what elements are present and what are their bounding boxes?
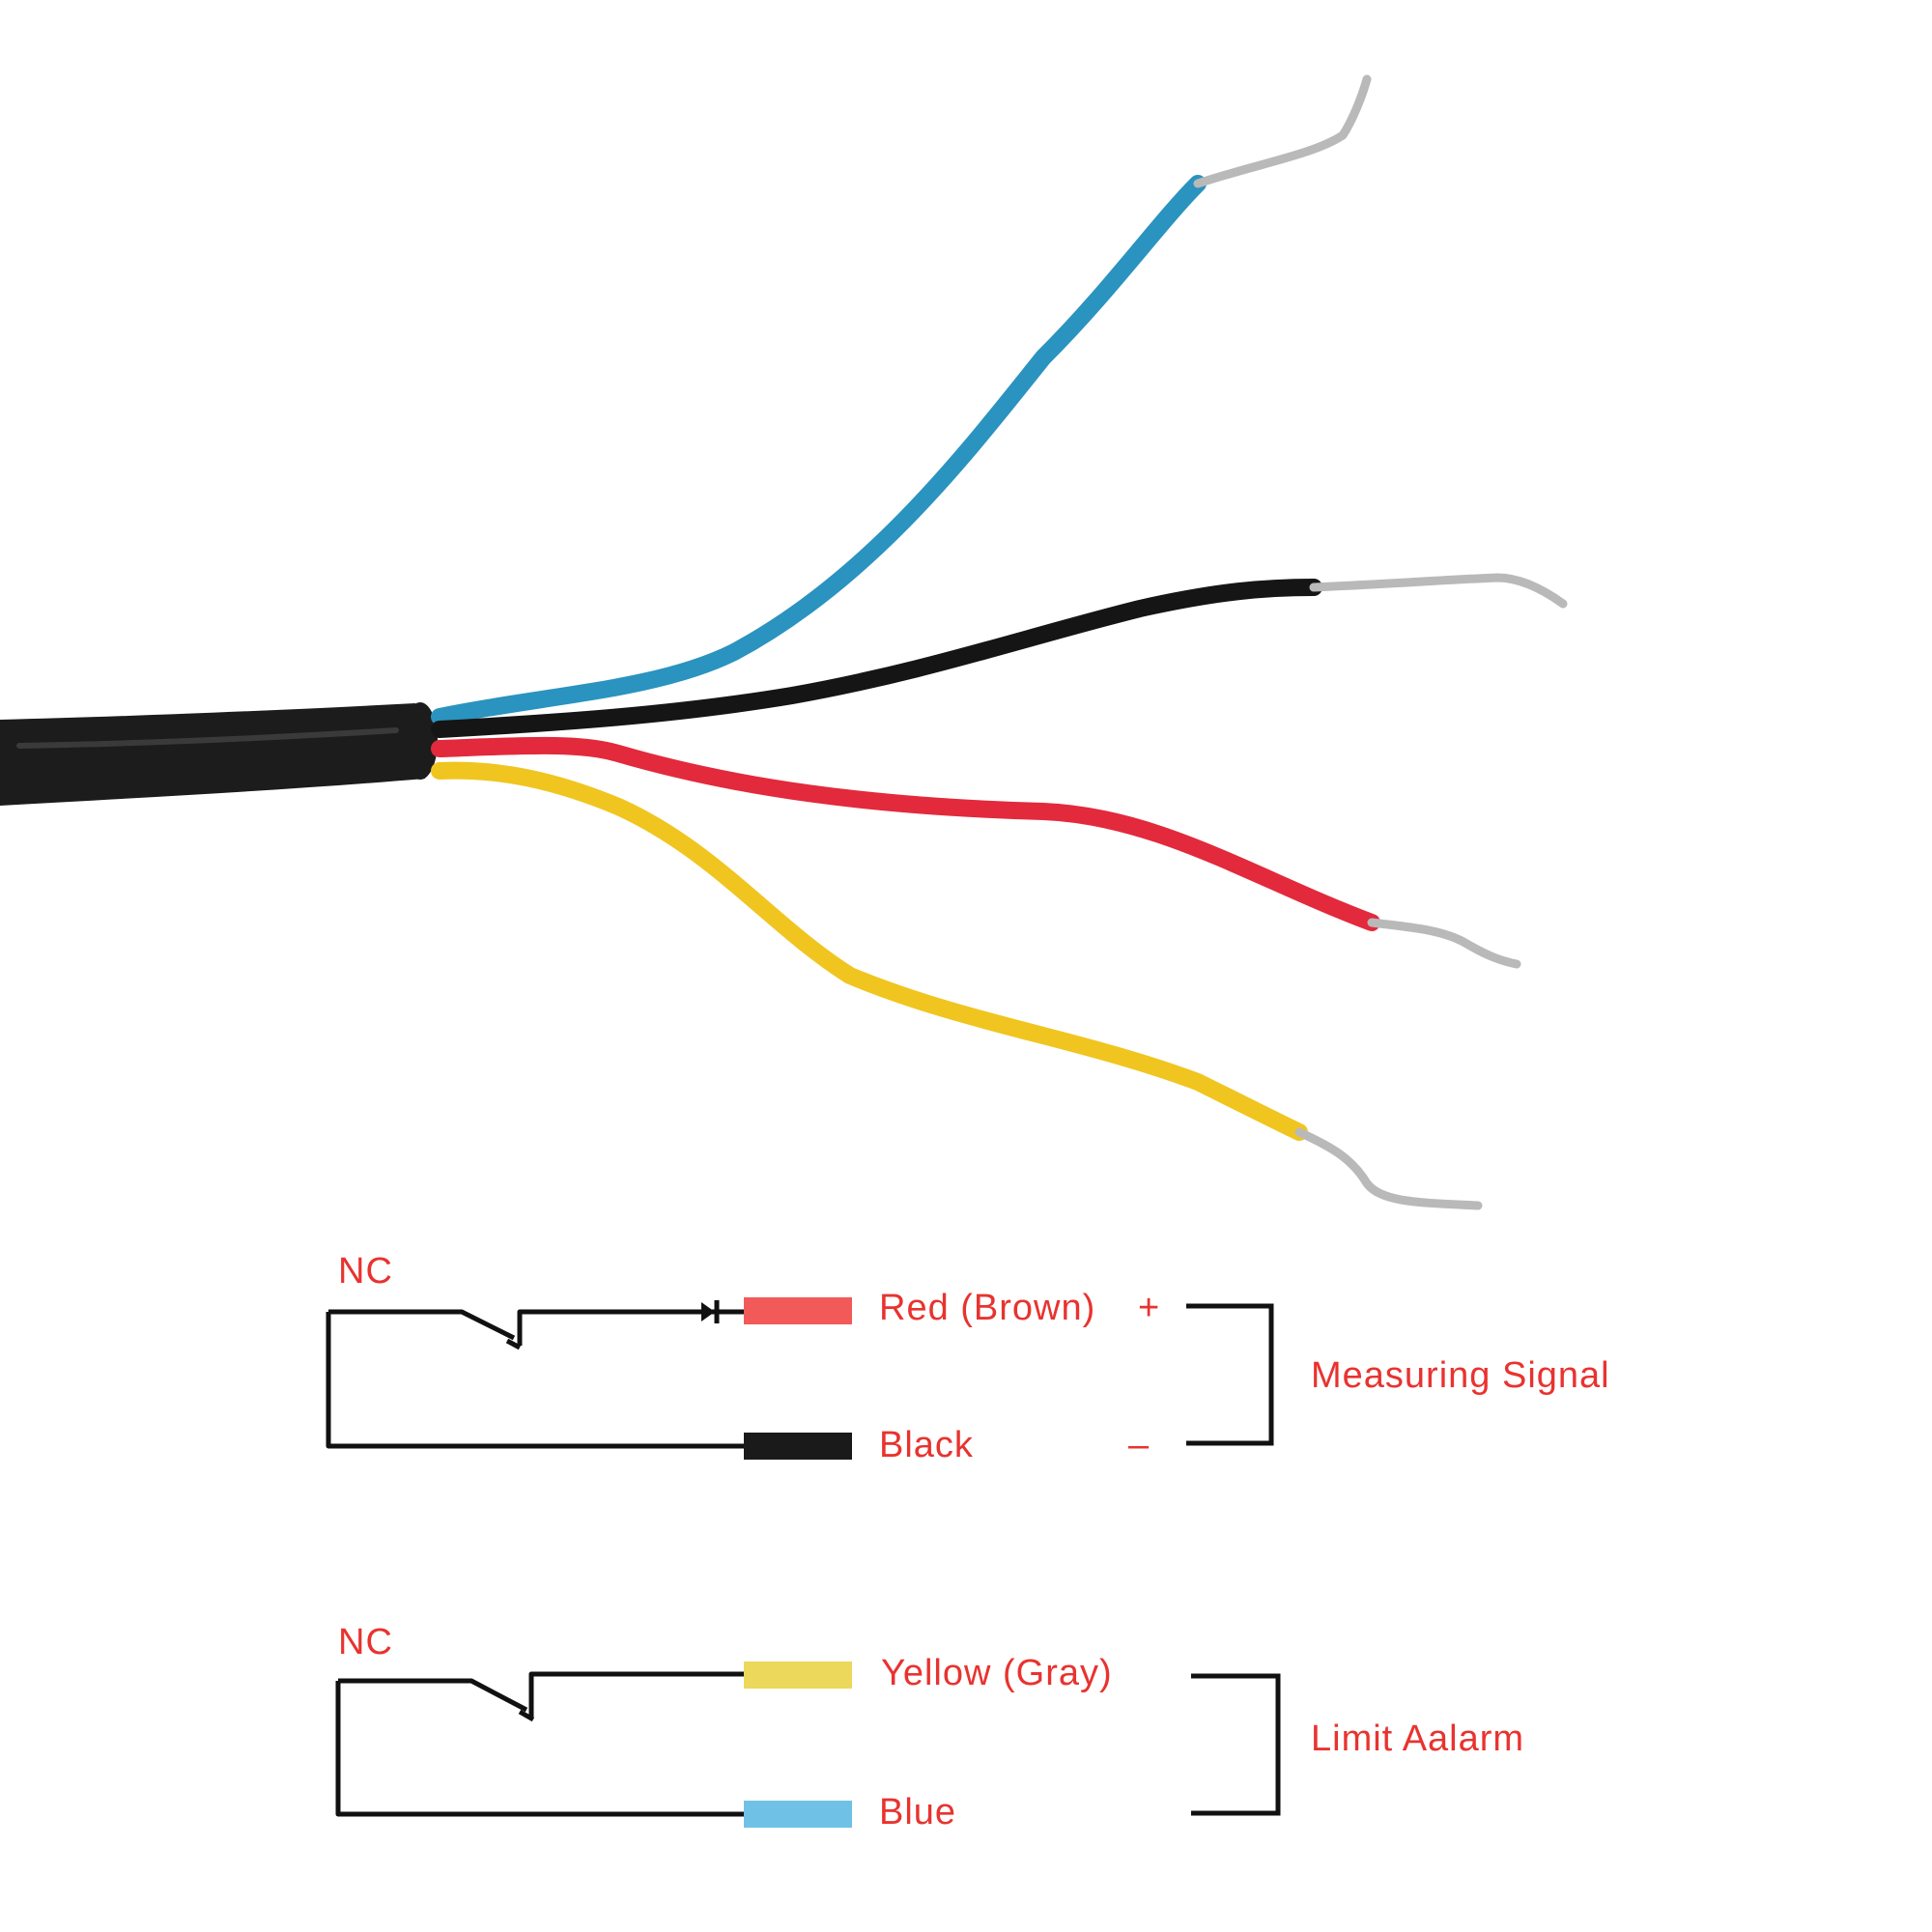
circuit-line-bottom — [335, 1671, 744, 1817]
diode-icon — [701, 1300, 720, 1323]
polarity-minus: – — [1128, 1425, 1150, 1465]
wire-label-red-brown: Red (Brown) — [879, 1288, 1095, 1328]
wire-red — [431, 736, 1380, 931]
wiring-diagram: NC Red (Brown) + Black – Measuring Signa… — [326, 1251, 1610, 1833]
wire-yellow — [431, 761, 1308, 1141]
nc-label-bottom: NC — [338, 1622, 393, 1662]
swatch-yellow — [744, 1662, 852, 1689]
switch-contact-top — [505, 1338, 522, 1350]
nc-label-top: NC — [338, 1251, 393, 1292]
wire-blue-conductor — [1193, 74, 1372, 188]
group-label-measuring-signal: Measuring Signal — [1311, 1355, 1610, 1396]
wire-label-blue: Blue — [879, 1792, 956, 1833]
wire-red-conductor — [1367, 918, 1521, 969]
measuring-signal-circuit: NC Red (Brown) + Black – Measuring Signa… — [326, 1251, 1610, 1465]
bracket-limit-alarm — [1191, 1673, 1281, 1816]
bracket-measuring-signal — [1186, 1303, 1274, 1446]
wire-label-yellow-gray: Yellow (Gray) — [881, 1653, 1113, 1693]
swatch-black — [744, 1433, 852, 1460]
cable-sheath — [0, 703, 425, 806]
wire-yellow-conductor — [1294, 1127, 1483, 1210]
cable-sheath-highlight — [16, 727, 399, 749]
wire-black-conductor — [1309, 573, 1568, 609]
wire-black — [431, 579, 1322, 738]
wire-blue — [431, 175, 1207, 725]
limit-alarm-circuit: NC Yellow (Gray) Blue Limit Aalarm — [335, 1622, 1524, 1833]
cable-photo — [0, 74, 1568, 1210]
circuit-line-top — [326, 1309, 744, 1449]
group-label-limit-alarm: Limit Aalarm — [1311, 1719, 1524, 1759]
cable-sheath-end — [403, 702, 438, 780]
switch-contact-bottom — [518, 1709, 535, 1722]
polarity-plus: + — [1138, 1288, 1160, 1328]
swatch-blue — [744, 1801, 852, 1828]
wire-label-black: Black — [879, 1425, 974, 1465]
swatch-red — [744, 1297, 852, 1324]
